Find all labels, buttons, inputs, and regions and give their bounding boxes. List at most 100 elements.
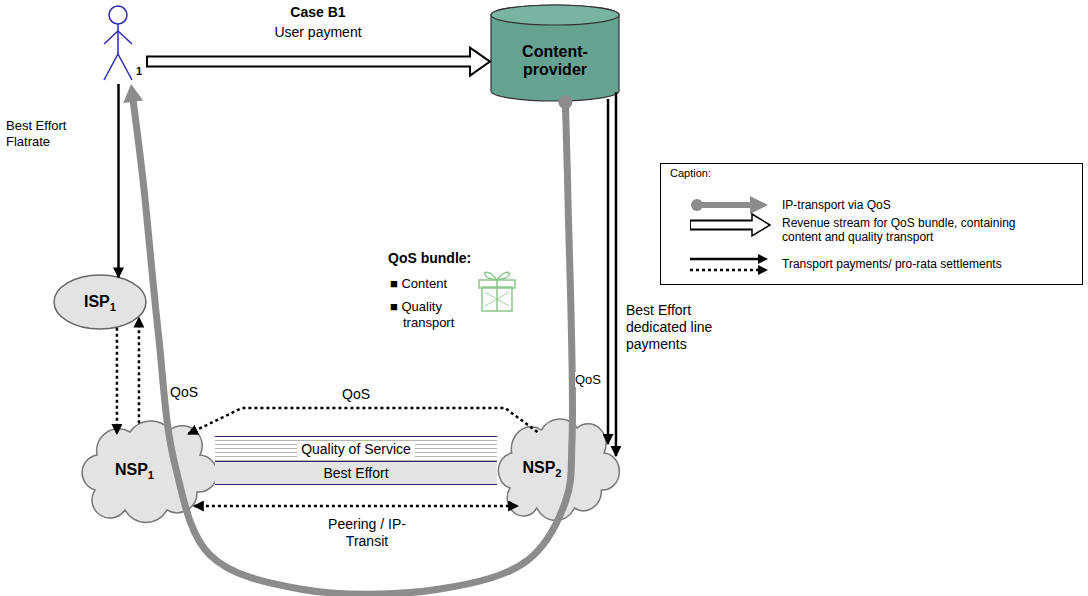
dotted-connector: [194, 506, 518, 507]
transport-head: [123, 84, 143, 103]
node-body: Best Effort: [215, 462, 497, 484]
legend-text: Revenue stream for QoS bundle, containin…: [782, 216, 1015, 244]
sample-head: [758, 254, 768, 264]
node-label: Best Effort: [323, 465, 388, 481]
arrow-head: [470, 48, 490, 76]
node-body: NSP1: [75, 410, 220, 530]
node-body: Quality of Service: [215, 437, 497, 461]
edge-label: User payment: [274, 24, 361, 40]
dotted-line: [138, 318, 141, 424]
transport-curve: [133, 98, 573, 594]
sample-head: [750, 196, 768, 214]
arrow-shaft: [146, 56, 474, 68]
solid-connector: [118, 84, 119, 277]
isp-ellipse: ISP1: [53, 274, 147, 330]
hollow-connector: [146, 48, 490, 76]
edge-label: Best Effort dedicated line payments: [626, 302, 712, 352]
user-figure: 1: [96, 4, 146, 84]
transport-start-dot: [558, 95, 572, 109]
node-label: 1: [136, 65, 142, 78]
annotation-label: ■ Quality transport: [390, 299, 454, 330]
node-label: ISP1: [84, 293, 116, 311]
person-head: [109, 6, 127, 24]
dotted-line: [188, 408, 537, 434]
edge-label-slot: QoS: [170, 384, 198, 401]
dotted-connector: [138, 318, 139, 424]
gift-bow: [485, 272, 510, 280]
legend-heading: Caption:: [670, 167, 711, 179]
sample-dot: [691, 199, 703, 211]
person-arms: [104, 31, 132, 44]
content-provider-cylinder: Content-provider: [490, 4, 620, 102]
edge-label: Peering / IP-Transit: [328, 516, 406, 549]
node-body: ISP1: [53, 274, 147, 330]
label-slot: ■ Content: [390, 276, 447, 292]
node-body: Content-provider: [490, 4, 620, 102]
subscript: 2: [555, 467, 561, 479]
sample-solid: [690, 258, 760, 261]
legend-text: IP-transport via QoS: [782, 198, 891, 212]
best-effort-band: Best Effort: [215, 462, 497, 485]
node-label: NSP1: [115, 461, 154, 479]
label-slot: QoS bundle:: [388, 250, 471, 267]
edge-label-slot: QoS: [342, 386, 370, 403]
edge-label-slot: Best Effort Flatrate: [6, 118, 86, 149]
node-label: NSP2: [522, 459, 561, 477]
label-slot: Case B1: [250, 4, 386, 21]
solid-connector: [615, 92, 616, 456]
label-slot: Caption:: [670, 167, 711, 180]
dotted-connector: [188, 408, 537, 434]
qos-band: Quality of Service: [215, 436, 497, 462]
gift-icon: [479, 272, 515, 311]
node-body: 1: [96, 4, 146, 84]
edge-label: Best Effort Flatrate: [6, 118, 66, 149]
arrow-inner: [148, 58, 472, 66]
edge-label-slot: QoS: [575, 372, 601, 388]
solid-line: [607, 99, 610, 444]
edge-label: QoS: [575, 372, 601, 387]
edge-label: QoS: [170, 384, 198, 400]
legend-entry-slot: IP-transport via QoS: [782, 198, 891, 212]
cloud-outline: [498, 419, 619, 520]
gift-ribbon: [496, 280, 498, 311]
edge-label-slot: Best Effort dedicated line payments: [626, 302, 726, 352]
legend-sample-qos-transport: [691, 196, 768, 214]
sample-line: [697, 202, 752, 208]
edge-label-slot: Peering / IP-Transit: [318, 516, 416, 550]
sample-inner: [691, 222, 756, 229]
ellipse-outline: [54, 275, 146, 329]
annotation-label: Case B1: [290, 4, 345, 20]
nsp-cloud: NSP1: [75, 410, 220, 530]
person-body: [117, 24, 119, 54]
subscript: 1: [148, 469, 154, 481]
annotation-label: QoS bundle:: [388, 250, 471, 266]
solid-connector: [608, 99, 609, 444]
edge-label: QoS: [342, 386, 370, 402]
dotted-line: [194, 505, 518, 508]
node-body: NSP2: [492, 408, 622, 528]
sample-dotted: [690, 269, 760, 272]
legend-entry-slot: Revenue stream for QoS bundle, containin…: [782, 216, 1032, 245]
annotation-label: ■ Content: [390, 276, 447, 291]
cylinder-body: [491, 5, 619, 101]
legend-entry-slot: Transport payments/ pro-rata settlements: [782, 257, 1002, 271]
sample-head: [758, 265, 768, 275]
node-label: Content-provider: [504, 43, 606, 80]
person-legs: [104, 54, 132, 80]
cloud-outline: [82, 421, 217, 522]
edge-label-slot: User payment: [250, 24, 386, 41]
dotted-connector: [116, 328, 117, 434]
gift-pattern: [485, 292, 509, 306]
solid-line: [615, 92, 618, 456]
grey-connector: [123, 84, 572, 594]
subscript: 1: [110, 301, 116, 313]
nsp-cloud: NSP2: [492, 408, 622, 528]
label-slot: ■ Quality transport: [390, 299, 493, 330]
solid-line: [117, 84, 120, 277]
legend-sample-payments: [690, 254, 768, 275]
cylinder-top: [491, 5, 619, 25]
legend-text: Transport payments/ pro-rata settlements: [782, 257, 1002, 271]
dotted-line: [116, 328, 119, 434]
